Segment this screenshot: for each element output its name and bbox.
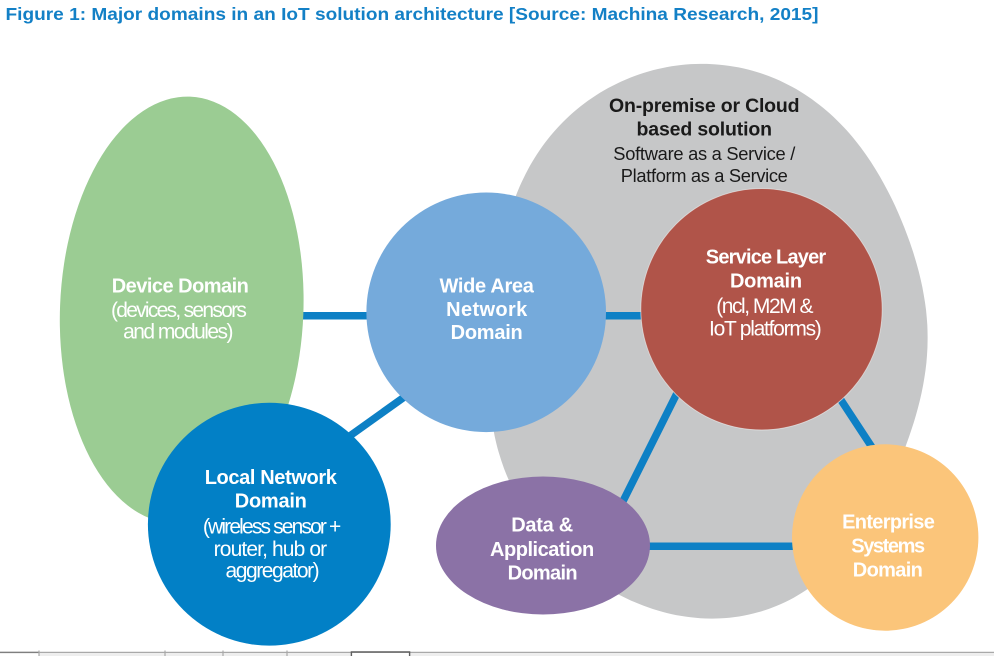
svg-text:On-premise or Cloud: On-premise or Cloud — [609, 95, 800, 117]
svg-text:(devices, sensors: (devices, sensors — [111, 299, 247, 322]
svg-text:Platform as a Service: Platform as a Service — [621, 165, 788, 186]
svg-text:Service Layer: Service Layer — [706, 247, 827, 269]
svg-text:Domain: Domain — [235, 491, 307, 513]
svg-text:IoT platforms): IoT platforms) — [709, 318, 822, 341]
svg-text:aggregator): aggregator) — [226, 560, 320, 583]
svg-text:Figure 1: Major domains in an: Figure 1: Major domains in an IoT soluti… — [6, 4, 819, 24]
svg-text:Domain: Domain — [508, 563, 578, 585]
svg-text:router, hub or: router, hub or — [214, 538, 328, 561]
svg-text:Application: Application — [490, 539, 594, 561]
svg-text:Wide Area: Wide Area — [440, 276, 535, 298]
svg-text:Software as a Service /: Software as a Service / — [613, 143, 796, 164]
svg-text:Device Domain: Device Domain — [112, 276, 249, 298]
svg-text:Domain: Domain — [853, 559, 923, 581]
svg-text:based solution: based solution — [637, 118, 773, 140]
svg-text:Domain: Domain — [730, 271, 802, 293]
svg-text:Enterprise: Enterprise — [842, 512, 935, 534]
svg-text:(ncl, M2M &: (ncl, M2M & — [716, 295, 813, 318]
svg-text:and modules): and modules) — [123, 321, 233, 344]
svg-text:Local Network: Local Network — [205, 467, 338, 489]
svg-text:Data &: Data & — [511, 515, 573, 537]
svg-text:(wireless sensor +: (wireless sensor + — [203, 516, 341, 539]
svg-text:Domain: Domain — [451, 322, 523, 344]
svg-text:Network: Network — [446, 299, 528, 321]
svg-text:Systems: Systems — [851, 536, 925, 558]
